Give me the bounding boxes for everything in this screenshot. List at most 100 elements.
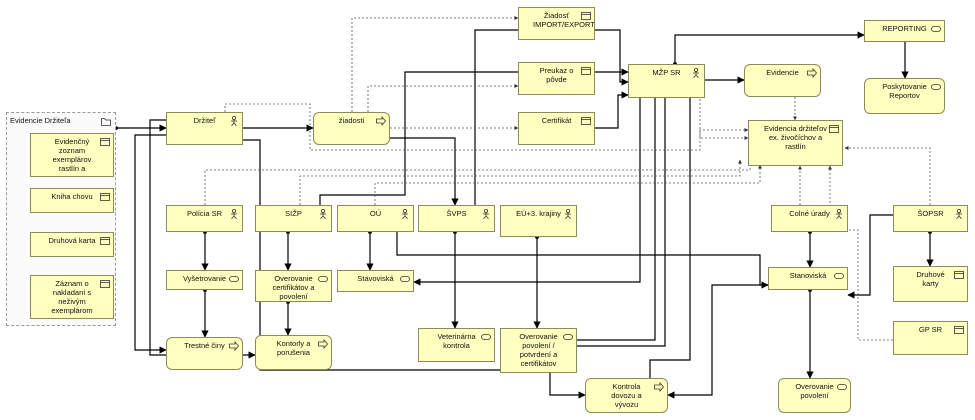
node-overovanie-cert[interactable]: Overovanie certifikátov a povolení — [255, 270, 332, 302]
label: Evidencia držiteľov ex. živočíchov a ras… — [763, 124, 828, 151]
node-druhove-karty[interactable]: Druhové karty — [893, 266, 968, 302]
edge-mzp-overovanie-pov2 — [569, 98, 666, 350]
event-icon — [229, 341, 239, 351]
node-ziadost-import[interactable]: Žiadosť IMPORT/EXPORT — [518, 7, 595, 40]
node-ou[interactable]: OÚ — [337, 205, 414, 232]
service-icon — [837, 384, 847, 390]
label: Certifikát — [541, 116, 572, 125]
service-icon — [931, 84, 941, 90]
service-icon — [400, 276, 410, 282]
node-druhova-karta[interactable]: Druhová karta — [30, 232, 114, 257]
edge-drzitel-kontrola — [243, 139, 586, 399]
edge-ou-evidencia — [374, 164, 762, 205]
label: Overovanie povolení — [795, 382, 834, 400]
node-gp-sr[interactable]: GP SR — [893, 321, 968, 355]
node-veterinarna[interactable]: Veterinárna kontrola — [418, 328, 495, 362]
label: žiadosti — [338, 116, 365, 125]
group-label: Evidencie Držiteľa — [10, 116, 71, 125]
edge-gp-evidencia — [828, 165, 893, 341]
object-icon — [100, 237, 110, 245]
edge-drzitel-kontroly — [149, 119, 256, 359]
node-kniha-chovu[interactable]: Kniha chovu — [30, 188, 114, 213]
edge-ou-stanoviska — [396, 232, 769, 289]
label: Záznam o nakladaní s neživým exemplárom — [51, 279, 93, 315]
object-icon — [829, 125, 839, 133]
node-colne[interactable]: Colné úrady — [771, 205, 848, 232]
actor-icon — [693, 68, 699, 78]
label: Kontorly a porušenia — [276, 339, 311, 357]
actor-icon — [483, 209, 489, 219]
label: REPORTING — [882, 24, 927, 33]
node-overovanie-povoleni[interactable]: Overovanie povolení / potvrdení a certif… — [500, 328, 577, 373]
node-preukaz[interactable]: Preukaz o pôvde — [518, 62, 595, 95]
node-evidencie[interactable]: Evidencie — [744, 64, 821, 97]
label: Stavoviská — [357, 274, 394, 283]
node-eu[interactable]: EÚ+3. krajiny — [500, 205, 577, 237]
label: Kontrola dovozu a vývozu — [611, 382, 642, 409]
label: Colné úrady — [789, 209, 830, 218]
object-icon — [100, 193, 110, 201]
label: Preukaz o pôvde — [539, 66, 574, 84]
edge-sizp-mzp — [319, 68, 629, 205]
label: Polícia SR — [186, 209, 222, 218]
edge-mzp-evidencia-d — [699, 95, 749, 140]
actor-icon — [320, 209, 326, 219]
edge-mzp-overovanie-pov — [569, 98, 656, 344]
node-reporting[interactable]: REPORTING — [864, 20, 945, 42]
node-drzitel[interactable]: Držiteľ — [166, 112, 243, 145]
object-icon — [100, 280, 110, 288]
event-icon — [376, 116, 386, 126]
actor-icon — [231, 116, 237, 126]
label: ŠOPSR — [917, 209, 944, 218]
edge-sopsr-stanoviska — [847, 214, 893, 299]
service-icon — [318, 276, 328, 282]
actor-icon — [402, 209, 408, 219]
node-sopsr[interactable]: ŠOPSR — [893, 205, 968, 232]
label: Poskytovanie Reportov — [882, 82, 927, 100]
node-poskytovanie[interactable]: Poskytovanie Reportov — [864, 78, 945, 114]
object-icon — [581, 117, 591, 125]
label: EÚ+3. krajiny — [516, 209, 561, 218]
edge-sizp-evidencia — [299, 159, 742, 205]
label: Vyšetrovanie — [182, 274, 227, 283]
node-sizp[interactable]: SIŽP — [255, 205, 332, 232]
label: Overovanie certifikátov a povolení — [272, 274, 315, 301]
node-kontrola-dovozu[interactable]: Kontrola dovozu a vývozu — [585, 378, 668, 413]
node-kontroly[interactable]: Kontorly a porušenia — [255, 335, 332, 370]
node-stanoviska[interactable]: Stanoviská — [768, 267, 848, 290]
node-overovanie-povolenia[interactable]: Overovanie povolení — [778, 378, 851, 413]
label: Evidenčný zoznam exemplárov rastlín a — [52, 137, 92, 173]
label: Držiteľ — [193, 116, 216, 125]
label: GP SR — [918, 325, 943, 334]
label: Žiadosť IMPORT/EXPORT — [533, 11, 595, 29]
service-icon — [563, 334, 573, 340]
node-policia[interactable]: Polícia SR — [166, 205, 243, 232]
object-icon — [581, 67, 591, 75]
folder-icon — [101, 118, 111, 126]
node-vysetrovanie[interactable]: Vyšetrovanie — [166, 270, 243, 290]
node-evidencia-drzitelov[interactable]: Evidencia držiteľov ex. živočíchov a ras… — [748, 120, 843, 166]
object-icon — [581, 12, 591, 20]
node-svps[interactable]: ŠVPS — [418, 205, 495, 232]
actor-icon — [836, 209, 842, 219]
service-icon — [229, 276, 239, 282]
label: Veterinárna kontrola — [437, 332, 476, 350]
node-zaznam[interactable]: Záznam o nakladaní s neživým exemplárom — [30, 275, 114, 319]
edge-policia-evidencia — [204, 139, 752, 205]
node-evidencny-zoznam[interactable]: Evidenčný zoznam exemplárov rastlín a — [30, 133, 114, 177]
label: Stanoviská — [789, 271, 827, 280]
label: ŠVPS — [446, 209, 467, 218]
label: Kniha chovu — [51, 192, 93, 201]
service-icon — [834, 273, 844, 279]
edge-drzitel-evidencia — [224, 103, 749, 151]
edge-stanoviska-kontrola — [667, 284, 768, 399]
event-icon — [807, 68, 817, 78]
node-stavoviska-ou[interactable]: Stavoviská — [337, 270, 414, 292]
actor-icon — [565, 209, 571, 219]
node-mzp[interactable]: MŽP SR — [628, 64, 705, 98]
node-trestne-ciny[interactable]: Trestné činy — [166, 337, 243, 370]
event-icon — [318, 339, 328, 349]
node-ziadosti[interactable]: žiadosti — [313, 112, 390, 145]
node-certifikat[interactable]: Certifikát — [518, 112, 595, 145]
